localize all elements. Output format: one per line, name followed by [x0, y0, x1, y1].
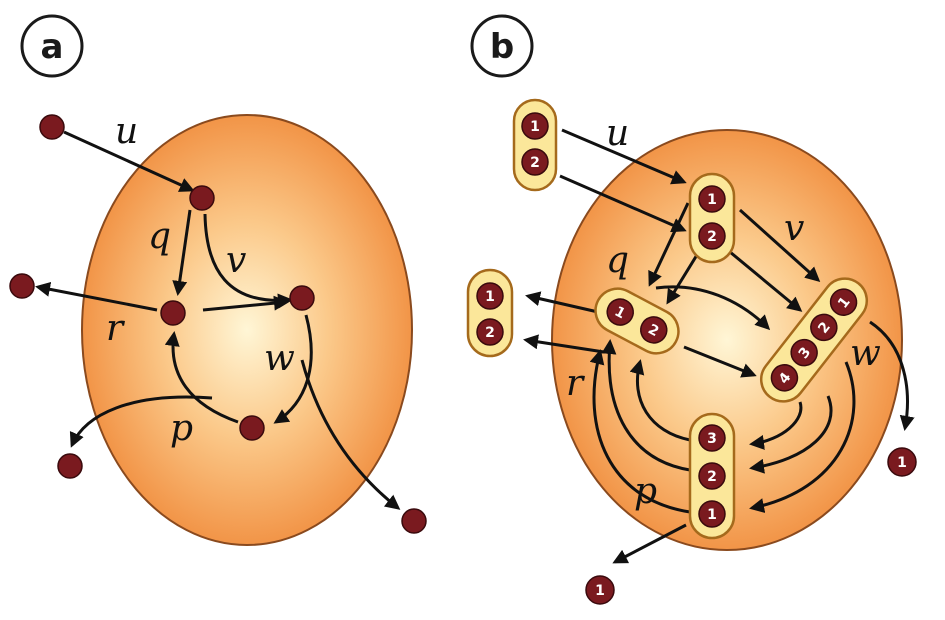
- node-v: [289, 285, 315, 311]
- group-bottom-num-3: 3: [707, 431, 717, 447]
- arrow-b-q1: [648, 202, 690, 287]
- arrow-b-u2: [559, 174, 687, 233]
- node-p: [239, 415, 265, 441]
- arrow-w-exit: [300, 359, 401, 510]
- label-p: p: [170, 408, 193, 449]
- arrow-p-exit: [69, 395, 213, 448]
- group-left-node-2: [476, 318, 504, 346]
- node-bottom-right-sink: [401, 508, 427, 534]
- exit-bottom-num: 1: [595, 583, 605, 599]
- group-center-node-1: [606, 298, 634, 326]
- group-left-num-2: 2: [485, 325, 495, 341]
- group-left-num-1: 1: [485, 289, 495, 305]
- arrow-b-v1: [738, 208, 821, 283]
- arrow-b-center-right: [683, 345, 757, 378]
- panel-a-region: [81, 114, 413, 546]
- label-v: v: [226, 240, 246, 281]
- group-input-num-2: 2: [530, 155, 540, 171]
- arrow-v: [202, 295, 289, 312]
- group-bottom-num-2: 2: [707, 469, 717, 485]
- panel-b-label: b: [490, 27, 514, 67]
- label-u: u: [115, 111, 138, 152]
- panel-b: b 1 2 1: [466, 14, 917, 605]
- group-top-num-2: 2: [707, 229, 717, 245]
- node-left-sink: [9, 273, 35, 299]
- group-bottom-node-1: [698, 500, 726, 528]
- node-source: [39, 114, 65, 140]
- label-b-w: w: [850, 333, 881, 374]
- group-right: 4 3 2 1: [759, 277, 869, 403]
- arrow-v-curve: [203, 213, 293, 309]
- arrow-b-center-right-curve: [655, 285, 771, 331]
- group-input: 1 2: [512, 98, 558, 192]
- arrow-b-p1: [629, 359, 691, 442]
- arrow-b-q2: [666, 249, 702, 305]
- arrow-b-w-exit: [869, 320, 915, 431]
- arrow-b-w3: [749, 361, 856, 513]
- group-input-node-1: [521, 112, 549, 140]
- label-b-u: u: [606, 113, 629, 154]
- arrow-q: [172, 209, 192, 296]
- group-bottom-node-3: [698, 424, 726, 452]
- arrow-b-p3: [589, 349, 691, 514]
- label-b-v: v: [784, 208, 804, 249]
- arrow-r: [35, 281, 158, 312]
- panel-b-badge: [470, 14, 534, 78]
- arrow-b-p2: [601, 339, 691, 472]
- group-center-node-2: [640, 316, 668, 344]
- group-right-node-1: [829, 288, 858, 316]
- label-b-r: r: [566, 363, 585, 404]
- group-right-node-2: [810, 313, 838, 342]
- node-q: [189, 185, 215, 211]
- arrow-u: [63, 130, 195, 192]
- node-bottom-left-sink: [57, 453, 83, 479]
- panel-a: a u q v r w p: [9, 14, 427, 546]
- label-b-p: p: [634, 471, 657, 512]
- group-right-node-3: [790, 338, 818, 367]
- group-bottom: 3 2 1: [688, 412, 736, 540]
- exit-right-node: [887, 447, 917, 477]
- arrow-b-r1: [525, 291, 599, 314]
- group-top: 1 2: [688, 172, 736, 264]
- exit-bottom-node: [585, 575, 615, 605]
- arrow-b-u1: [561, 128, 687, 185]
- group-bottom-num-1: 1: [707, 507, 717, 523]
- arrow-b-w2: [749, 395, 833, 474]
- group-bottom-node-2: [698, 462, 726, 490]
- arrow-b-v2: [729, 250, 803, 312]
- arrow-b-w1: [749, 401, 803, 450]
- panel-a-label: a: [41, 27, 64, 67]
- group-left: 1 2: [466, 268, 514, 358]
- exit-right-num: 1: [897, 455, 907, 471]
- panel-a-badge: [20, 14, 84, 78]
- node-r: [160, 300, 186, 326]
- label-q: q: [148, 216, 171, 257]
- group-center: 1 2: [594, 287, 680, 355]
- label-b-q: q: [606, 240, 629, 281]
- group-top-node-1: [698, 185, 726, 213]
- group-right-node-4: [770, 364, 799, 392]
- group-input-node-2: [521, 148, 549, 176]
- group-top-num-1: 1: [707, 192, 717, 208]
- arrow-b-p-exit: [612, 523, 687, 564]
- arrow-p: [164, 331, 239, 424]
- label-r: r: [106, 308, 125, 349]
- label-w: w: [264, 338, 295, 379]
- group-input-num-1: 1: [530, 119, 540, 135]
- group-top-node-2: [698, 222, 726, 250]
- group-left-node-1: [476, 282, 504, 310]
